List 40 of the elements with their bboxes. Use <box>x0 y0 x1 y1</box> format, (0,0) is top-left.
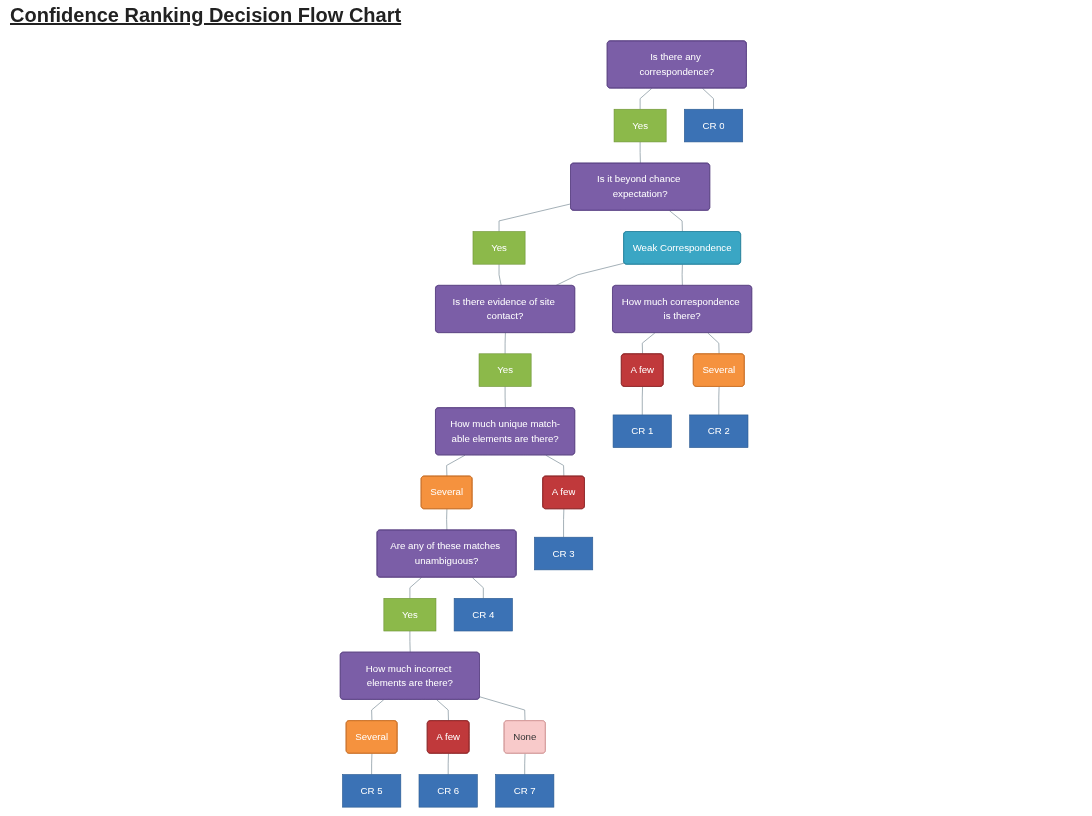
node-box: CR 6 <box>418 774 478 808</box>
connector <box>447 753 449 775</box>
connector <box>504 332 506 355</box>
connector <box>524 753 526 775</box>
node-box: CR 1 <box>612 414 672 448</box>
node-box: Yes <box>478 353 532 387</box>
connector <box>718 386 720 416</box>
connector <box>504 386 506 409</box>
connector <box>639 141 641 164</box>
node-box: Yes <box>613 108 667 143</box>
connector <box>436 699 449 722</box>
connector <box>371 699 385 722</box>
connector <box>681 264 683 287</box>
node-box: CR 7 <box>495 774 555 808</box>
connector <box>371 753 373 775</box>
connector <box>555 262 625 287</box>
connector <box>545 454 565 477</box>
connector <box>702 87 714 110</box>
connector <box>641 332 656 355</box>
connector <box>446 508 448 531</box>
connector <box>498 203 572 232</box>
node-box: Yes <box>472 231 526 265</box>
connector <box>446 454 466 477</box>
node-box: CR 3 <box>534 536 594 571</box>
chart-title: Confidence Ranking Decision Flow Chart <box>10 4 402 27</box>
connector <box>409 630 411 653</box>
node-box: CR 4 <box>453 598 513 632</box>
connector <box>641 386 643 416</box>
connector <box>471 577 484 599</box>
connector <box>668 210 683 233</box>
node-box: CR 2 <box>689 414 749 448</box>
connector <box>498 263 502 287</box>
connector <box>409 577 423 599</box>
connector <box>707 332 720 355</box>
node-box: CR 0 <box>684 108 744 143</box>
connector <box>563 508 565 538</box>
connector <box>639 87 653 110</box>
connector <box>479 696 526 722</box>
node-box: Yes <box>383 598 437 632</box>
node-box: CR 5 <box>342 774 402 808</box>
